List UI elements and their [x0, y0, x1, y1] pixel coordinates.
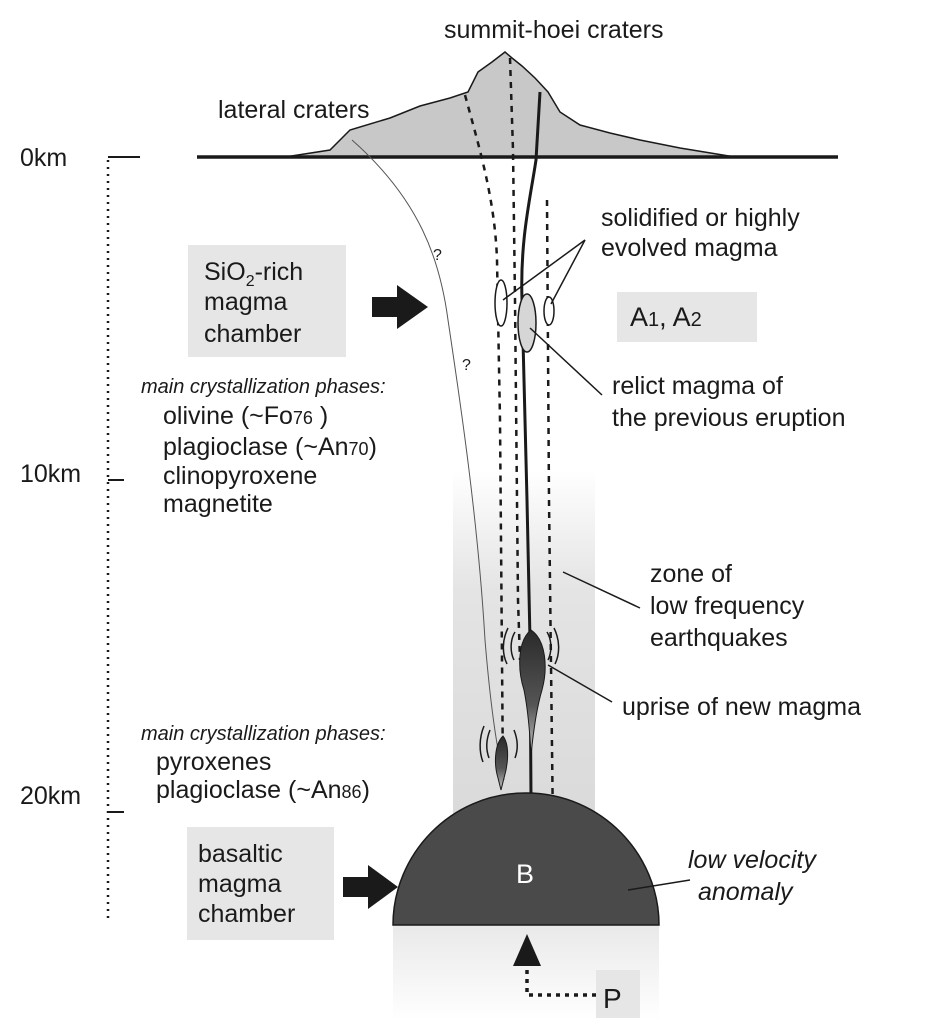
upper-phase-olivine: olivine (~Fo76 ) — [163, 402, 328, 430]
new-magma-ripple-left-outer — [502, 627, 509, 665]
lower-phase-plagioclase: plagioclase (~An86) — [156, 776, 370, 804]
relict-magma-pocket — [517, 293, 537, 353]
deep-magma-ripple-left — [486, 729, 491, 759]
leader-lva — [627, 879, 691, 891]
lower-phase-pyroxenes: pyroxenes — [156, 748, 271, 776]
question-mark-upper: ? — [433, 247, 442, 264]
leader-lfe — [562, 571, 641, 609]
leader-uprise — [547, 664, 613, 703]
depth-label-20: 20km — [20, 782, 81, 810]
new-magma-blob — [519, 629, 546, 756]
lfe-label-line1: zone of — [650, 560, 732, 588]
basaltic-chamber-line3: chamber — [198, 900, 295, 928]
deep-magma-blob — [494, 735, 509, 791]
p-box — [596, 970, 640, 1018]
lva-label-line2: anomaly — [698, 878, 794, 906]
solidified-label-line2: evolved magma — [601, 234, 778, 262]
depth-label-10: 10km — [20, 460, 81, 488]
sio2-chamber-line2: magma — [204, 288, 287, 316]
lower-phases-title: main crystallization phases: — [141, 723, 386, 745]
sio2-chamber-line1: SiO2-rich — [204, 258, 303, 290]
chamber-b-label: B — [516, 859, 534, 889]
question-mark-lower: ? — [462, 357, 471, 374]
basaltic-chamber-box — [187, 827, 334, 940]
basaltic-chamber-line1: basaltic — [198, 840, 283, 868]
leader-solidified-left — [502, 239, 586, 301]
upper-phases-title: main crystallization phases: — [141, 376, 386, 398]
p-arrow-head — [513, 934, 541, 966]
upper-phase-magnetite: magnetite — [163, 490, 273, 518]
dotted-conduit-left — [463, 94, 505, 781]
deep-magma-ripple-left-outer — [479, 725, 485, 763]
new-magma-ripple-right-outer — [553, 627, 560, 665]
lfe-label-line3: earthquakes — [650, 624, 788, 652]
lfe-label-line2: low frequency — [650, 592, 805, 620]
leader-solidified-right — [550, 239, 586, 305]
summit-craters-label: summit-hoei craters — [444, 16, 664, 44]
sio2-chamber-line3: chamber — [204, 320, 301, 348]
relict-label-line1: relict magma of — [612, 372, 783, 400]
new-magma-ripple-right — [546, 631, 552, 661]
basaltic-chamber-arrow — [343, 865, 398, 909]
uprise-label: uprise of new magma — [622, 693, 861, 721]
new-magma-ripple-left — [510, 631, 516, 661]
lateral-conduit-thin — [351, 139, 501, 761]
basaltic-chamber-dome — [392, 792, 660, 926]
p-label: P — [603, 983, 622, 1014]
lateral-craters-label: lateral craters — [218, 96, 369, 124]
sio2-chamber-box — [188, 245, 346, 357]
depth-label-0: 0km — [20, 144, 67, 172]
dotted-conduit-center — [508, 57, 522, 661]
relict-label-line2: the previous eruption — [612, 404, 845, 432]
a-group-label: A1, A2 — [630, 302, 702, 332]
basaltic-chamber-line2: magma — [198, 870, 281, 898]
a-group-box — [617, 292, 757, 342]
deep-magma-ripple-right — [513, 729, 518, 759]
p-source-path — [525, 962, 596, 997]
sio2-chamber-arrow — [372, 285, 428, 329]
solidified-label-line1: solidified or highly — [601, 204, 800, 232]
upper-phase-plagioclase: plagioclase (~An70) — [163, 433, 377, 461]
upper-phase-clinopyroxene: clinopyroxene — [163, 462, 317, 490]
volcano-edifice — [284, 51, 736, 158]
leader-relict — [529, 327, 603, 396]
solidified-pocket-left — [494, 279, 508, 327]
lva-label-line1: low velocity — [688, 846, 817, 874]
